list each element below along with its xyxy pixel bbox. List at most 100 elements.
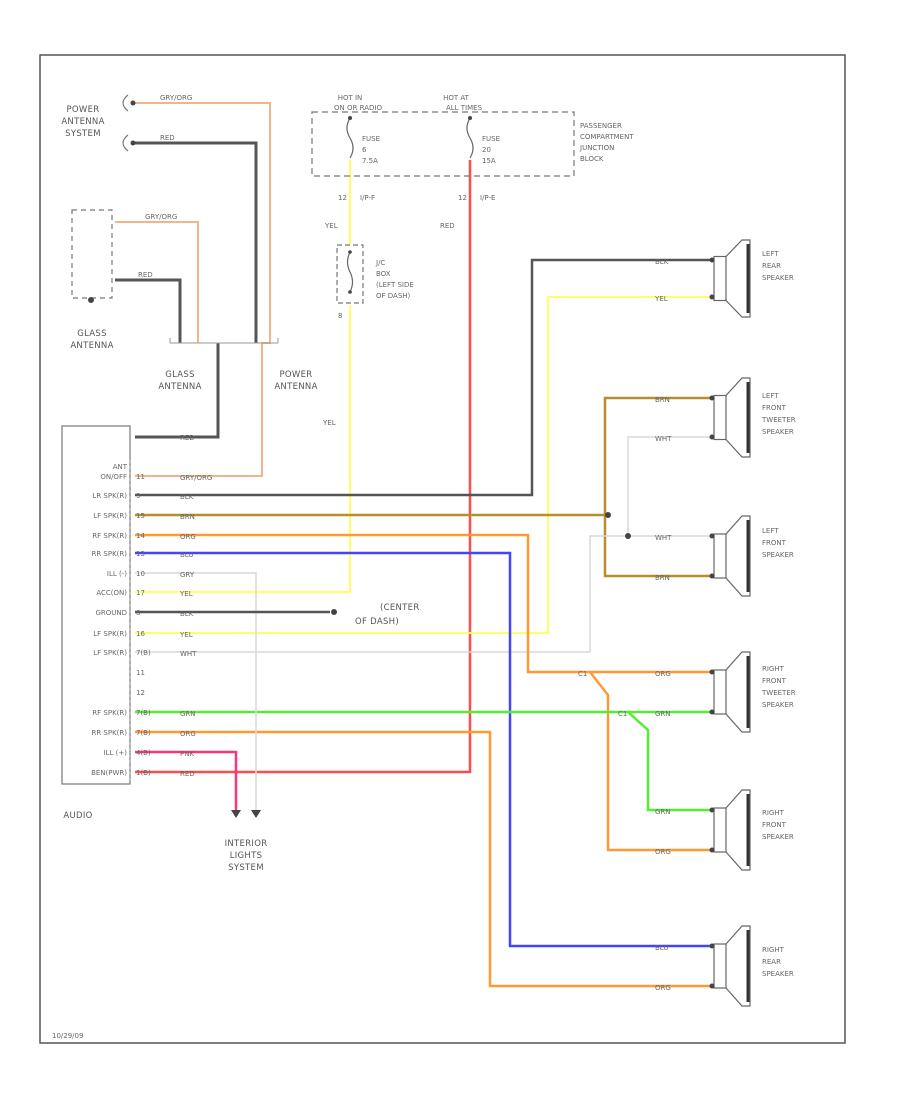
wire-gry-org-antenna [133,102,271,477]
hot-in-run-line2: ON OR RADIO [334,104,382,112]
conn1-a: 12 [338,194,347,202]
hot-at-all-line2: ALL TIMES [446,104,483,112]
wire-label-org-rf: ORG [655,848,671,856]
conn1-b: I/P-F [360,194,375,202]
wire-org-rf-branch [589,671,712,852]
wire-black-antenna [133,141,258,343]
speaker-terminal [709,847,715,853]
wire-gry-ill [135,572,257,815]
conn2-a: 12 [458,194,467,202]
hot-in-run-line1: HOT IN [338,94,363,102]
audio-pin-number: 11 [136,669,145,677]
wire-label-org-rr-audio: ORG [180,730,196,738]
audio-pin-label: LF SPK(R) [93,649,127,657]
lft-speaker-line2: FRONT [762,404,787,412]
wire-label-wht-audio: WHT [180,650,197,658]
jc-pin: 8 [338,312,342,320]
pin-dot [468,116,472,120]
audio-pin-number: 11 [136,473,145,481]
wire-label-grn-rft: GRN [655,710,671,718]
speaker-terminal [709,434,715,440]
audio-pin-label: RR SPK(R) [91,550,127,558]
speaker-terminal [709,709,715,715]
interior-lights-line1: INTERIOR [225,839,268,849]
power-antenna-system-line1: POWER [67,105,100,115]
wire-blk-lr [135,258,712,497]
ground-point [331,609,337,615]
audio-pin-number: 1(B) [136,769,151,777]
speaker-group [709,239,751,1007]
jc-line2: BOX [376,270,391,278]
pin-dot [130,140,136,146]
glass-antenna-top-line1: GLASS [77,329,107,339]
speaker-terminal [709,943,715,949]
audio-pin-label: RF SPK(R) [92,532,127,540]
wire-label-grn-rf: GRN [655,808,671,816]
wire-label-blk-lr: BLK [655,258,669,266]
splice-wht [625,533,631,539]
speaker-terminal [709,807,715,813]
audio-pin-label: LR SPK(R) [92,492,127,500]
fuse1-line3: 7.5A [362,157,378,165]
glass-antenna-ground [88,297,94,303]
wire-blu-rr [135,551,712,948]
lr-speaker-line3: SPEAKER [762,274,794,282]
splice-grn-label: C1 [618,710,627,718]
rft-speaker-line3: TWEETER [761,689,796,697]
wire-pnk-ill [135,750,238,815]
lft-speaker-line4: SPEAKER [762,428,794,436]
wire-wht-lf [627,436,712,537]
audio-pin-number: 16 [136,630,145,638]
rf-speaker-line1: RIGHT [762,809,785,817]
fuse-20-symbol [466,117,474,159]
lr-speaker-line2: REAR [762,262,781,270]
wire-label-red-batt-audio: RED [180,770,195,778]
wire-label-brn-audio: BRN [180,513,195,521]
speaker-cone [725,789,751,871]
ill-arrow-2 [251,810,261,818]
speaker-magnet [713,807,727,853]
ill-arrow-1 [231,810,241,818]
wire-label-red-fuse: RED [440,222,455,230]
lr-speaker-line1: LEFT [762,250,779,258]
antenna-junction-bar [169,338,279,344]
wire-label-org-rr: ORG [655,984,671,992]
speaker-cone [725,515,751,597]
fuse1-line2: 6 [362,146,367,154]
jc-box [336,244,364,304]
glass-antenna-box [71,209,113,299]
block-line1: PASSENGER [580,122,622,130]
speaker-magnet [713,394,727,441]
wire-label-wht-lf: WHT [655,534,672,542]
lft-speaker-line1: LEFT [762,392,779,400]
power-antenna-mid-line1: POWER [280,370,313,380]
speaker-cone [725,651,751,733]
wire-label-yel-lr: YEL [179,631,193,639]
audio-label: AUDIO [63,811,92,821]
wire-label-brn-lf: BRN [655,574,670,582]
speaker-cone [725,239,751,318]
wire-label-red: RED [138,271,153,279]
rft-speaker-line4: SPEAKER [762,701,794,709]
splice-org-label: C1 [578,670,587,678]
rf-speaker-line3: SPEAKER [762,833,794,841]
right-front-tweeter-speaker [709,651,751,733]
audio-pin-label: ON/OFF [100,473,127,481]
audio-pin-number: 9 [136,492,140,500]
audio-pin-label: GROUND [95,609,127,617]
wire-label-blu-audio: BLU [180,551,193,559]
pin-dot [348,290,352,294]
right-front-speaker [709,789,751,871]
wire-label-gry-org-audio: GRY/ORG [180,474,212,482]
block-line2: COMPARTMENT [580,133,634,141]
wire-black-glass [115,278,182,343]
wire-label-pnk-audio: PNK [180,750,194,758]
pin-dot [130,100,136,106]
audio-pin-number: 4(B) [136,749,151,757]
pin-dot [348,116,352,120]
right-rear-speaker [709,925,751,1007]
wire-label-brn-lft: BRN [655,396,670,404]
audio-pin-label: RF SPK(R) [92,709,127,717]
audio-pin-label: ACC(ON) [96,589,127,597]
